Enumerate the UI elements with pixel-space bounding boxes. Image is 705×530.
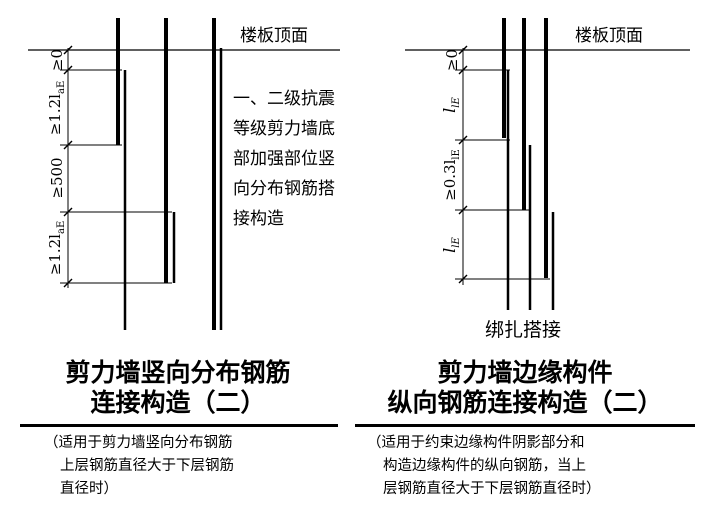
right-caption: 剪力墙边缘构件 纵向钢筋连接构造（二） (355, 358, 695, 418)
right-title-line-1: 剪力墙边缘构件 (437, 358, 613, 387)
left-tick-5 (63, 278, 73, 288)
right-title-line-2: 纵向钢筋连接构造（二） (387, 388, 663, 417)
left-tick-3 (63, 140, 73, 150)
left-caption-rule (20, 424, 338, 427)
left-note-line-1: 一、二级抗震 (233, 89, 335, 109)
left-tick-4 (63, 207, 73, 217)
right-tick-3 (458, 135, 468, 145)
right-tick-1 (458, 45, 468, 55)
left-dim-lower: ≥1.2laE (46, 221, 67, 276)
left-floor-label: 楼板顶面 (240, 26, 308, 46)
left-tick-1 (63, 45, 73, 55)
right-tick-2 (458, 65, 468, 75)
right-floor-label: 楼板顶面 (575, 26, 643, 46)
right-caption-rule (355, 424, 695, 427)
right-dim-upper: llE (440, 96, 462, 112)
right-dim-middle: ≥0.3llE (441, 149, 462, 201)
left-caption: 剪力墙竖向分布钢筋 连接构造（二） (18, 358, 338, 418)
left-note-line-5: 接构造 (233, 209, 284, 229)
left-note-line-3: 部加强部位竖 (233, 149, 335, 169)
left-dim-upper: ≥1.2laE (46, 81, 67, 136)
left-dim-top: ≥0 (48, 49, 66, 71)
left-diagram: 楼板顶面 ≥0 ≥1.2laE ≥500 ≥1.2laE 一、二级抗震 等级 (28, 18, 340, 330)
right-dim-top: ≥0 (443, 49, 461, 71)
right-splice-label: 绑扎搭接 (485, 319, 561, 341)
right-subtitle-line-2: 构造边缘构件的纵向钢筋，当上 (383, 458, 586, 474)
left-subtitle: （适用于剪力墙竖向分布钢筋 上层钢筋直径大于下层钢筋 直径时） (20, 432, 338, 501)
right-subtitle-line-1: （适用于约束边缘构件阴影部分和 (367, 435, 585, 451)
left-title-line-1: 剪力墙竖向分布钢筋 (65, 358, 291, 387)
left-note-line-4: 向分布钢筋搭 (233, 179, 335, 199)
right-subtitle-line-3: 层钢筋直径大于下层钢筋直径时） (383, 481, 601, 497)
right-diagram: 楼板顶面 ≥0 llE ≥0.3llE llE 绑扎搭接 (405, 18, 690, 341)
left-dim-middle: ≥500 (48, 157, 66, 198)
right-dim-lower: llE (440, 236, 462, 252)
right-tick-4 (458, 205, 468, 215)
left-subtitle-line-2: 上层钢筋直径大于下层钢筋 (60, 458, 234, 474)
left-subtitle-line-3: 直径时） (60, 481, 118, 497)
left-title-line-2: 连接构造（二） (90, 388, 266, 417)
left-tick-2 (63, 65, 73, 75)
right-subtitle: （适用于约束边缘构件阴影部分和 构造边缘构件的纵向钢筋，当上 层钢筋直径大于下层… (355, 432, 695, 501)
right-tick-5 (458, 274, 468, 284)
left-note-line-2: 等级剪力墙底 (233, 119, 335, 139)
left-subtitle-line-1: （适用于剪力墙竖向分布钢筋 (44, 435, 233, 451)
